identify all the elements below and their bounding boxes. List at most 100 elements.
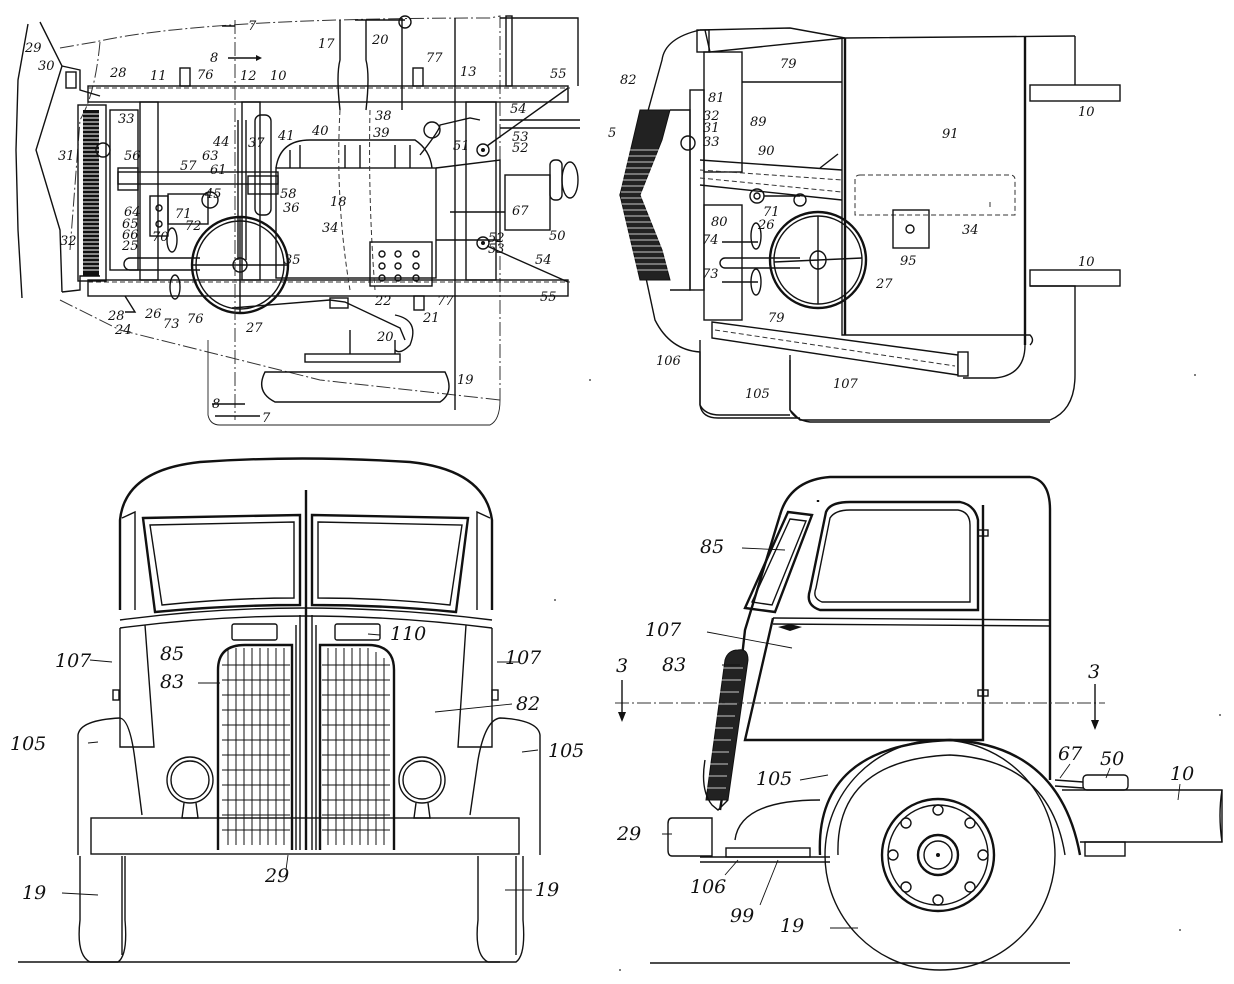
steering-wheel-cab bbox=[768, 210, 868, 310]
plan-view-chassis bbox=[15, 15, 580, 426]
ref-35: 35 bbox=[284, 253, 301, 268]
tire-right bbox=[476, 856, 525, 963]
ref-77: 77 bbox=[437, 294, 454, 309]
ref-45: 45 bbox=[204, 187, 222, 202]
cab-roof bbox=[118, 457, 494, 610]
ref-95: 95 bbox=[900, 254, 917, 269]
frame-rail-top bbox=[87, 85, 569, 103]
ref-71: 71 bbox=[763, 205, 780, 220]
instrument-panel bbox=[703, 51, 743, 173]
ref-71: 71 bbox=[175, 207, 192, 222]
ref-21: 21 bbox=[422, 311, 440, 326]
exhaust-pipe bbox=[419, 117, 481, 156]
frame-rail-top bbox=[1029, 84, 1121, 102]
section-mark-7: 7 bbox=[262, 411, 271, 426]
ref-64: 64 bbox=[124, 205, 141, 220]
ref-31: 31 bbox=[58, 149, 75, 164]
cab-body-side bbox=[778, 475, 1052, 780]
transmission bbox=[435, 159, 501, 241]
fender-left bbox=[77, 717, 143, 855]
ref-29: 29 bbox=[616, 823, 641, 845]
section-mark-7: 7 bbox=[248, 19, 257, 34]
ref-52: 52 bbox=[512, 141, 529, 156]
ref-79: 79 bbox=[768, 311, 785, 326]
ref-54: 54 bbox=[510, 102, 527, 117]
frame-rail-side bbox=[1062, 789, 1223, 843]
ref-91: 91 bbox=[942, 127, 959, 142]
windshield-right bbox=[310, 513, 470, 614]
ref-56: 56 bbox=[124, 149, 141, 164]
engine-housing-outline bbox=[854, 174, 1016, 216]
radiator bbox=[77, 104, 107, 282]
ref-76: 76 bbox=[187, 312, 204, 327]
radiator-core bbox=[83, 110, 99, 276]
headlamp-side bbox=[702, 759, 729, 811]
ref-90: 90 bbox=[758, 144, 775, 159]
ref-10: 10 bbox=[270, 69, 287, 84]
plan-view-cab bbox=[619, 27, 1121, 423]
fender-right bbox=[469, 717, 541, 855]
ref-89: 89 bbox=[750, 115, 767, 130]
tire-left bbox=[78, 856, 127, 963]
ref-107: 107 bbox=[645, 619, 682, 641]
ref-36: 36 bbox=[283, 201, 300, 216]
nameplate-left bbox=[231, 623, 278, 641]
ref-27: 27 bbox=[875, 277, 893, 292]
bumper-side bbox=[667, 817, 713, 857]
ref-107: 107 bbox=[505, 647, 542, 669]
running-board bbox=[700, 856, 830, 863]
crossmember-12 bbox=[241, 101, 261, 281]
ref-18: 18 bbox=[330, 195, 347, 210]
ref-72: 72 bbox=[185, 219, 202, 234]
ignition-switch-box bbox=[892, 209, 930, 249]
ref-73: 73 bbox=[163, 317, 180, 332]
control-lever-bar bbox=[117, 171, 279, 185]
ref-51: 51 bbox=[453, 139, 470, 154]
ref-106: 106 bbox=[656, 354, 681, 369]
section-mark-8: 8 bbox=[212, 397, 220, 412]
ref-65: 65 bbox=[122, 217, 139, 232]
cab-outline bbox=[59, 15, 501, 400]
headlamp-left bbox=[166, 756, 214, 819]
cab-shell bbox=[619, 29, 790, 416]
front-elevation-labels: 85 107 107 83 110 82 105 105 29 19 19 bbox=[10, 623, 584, 904]
ref-53: 53 bbox=[512, 130, 529, 145]
ref-32: 32 bbox=[703, 109, 720, 124]
frame-rail-bottom bbox=[1029, 269, 1121, 287]
ref-22: 22 bbox=[374, 294, 392, 309]
ref-54: 54 bbox=[535, 253, 552, 268]
headlamp-right bbox=[398, 756, 446, 819]
steering-wheel bbox=[190, 215, 290, 315]
box-50-side bbox=[1082, 774, 1129, 791]
ref-19: 19 bbox=[780, 915, 804, 937]
ref-37: 37 bbox=[248, 136, 265, 151]
front-grille bbox=[216, 615, 396, 850]
ref-10: 10 bbox=[1170, 763, 1194, 785]
ref-40: 40 bbox=[311, 124, 329, 139]
ref-26: 26 bbox=[757, 218, 775, 233]
ref-77: 77 bbox=[426, 51, 443, 66]
ref-19: 19 bbox=[22, 882, 46, 904]
ref-85: 85 bbox=[700, 536, 724, 558]
corner-window bbox=[743, 510, 814, 614]
ref-83: 83 bbox=[662, 654, 686, 676]
ref-19: 19 bbox=[457, 373, 474, 388]
plan-view-chassis-labels: 29 30 28 11 76 12 10 17 20 77 13 55 54 3… bbox=[24, 19, 567, 426]
floor-plate bbox=[699, 159, 843, 201]
ref-82: 82 bbox=[620, 73, 637, 88]
ref-30: 30 bbox=[38, 59, 55, 74]
steering-column bbox=[237, 120, 247, 260]
ref-25: 25 bbox=[121, 239, 139, 254]
door-window bbox=[807, 500, 980, 612]
ref-55: 55 bbox=[550, 67, 567, 82]
ref-74: 74 bbox=[702, 233, 719, 248]
ref-66: 66 bbox=[122, 228, 139, 243]
ref-61: 61 bbox=[210, 163, 227, 178]
windshield-left bbox=[141, 513, 302, 614]
front-bumper bbox=[90, 817, 520, 855]
crossmember-11 bbox=[139, 101, 159, 281]
side-elevation-labels: 85 107 83 3 3 105 67 50 10 29 106 99 19 bbox=[616, 536, 1194, 937]
door bbox=[743, 500, 985, 742]
ref-106: 106 bbox=[690, 876, 726, 898]
